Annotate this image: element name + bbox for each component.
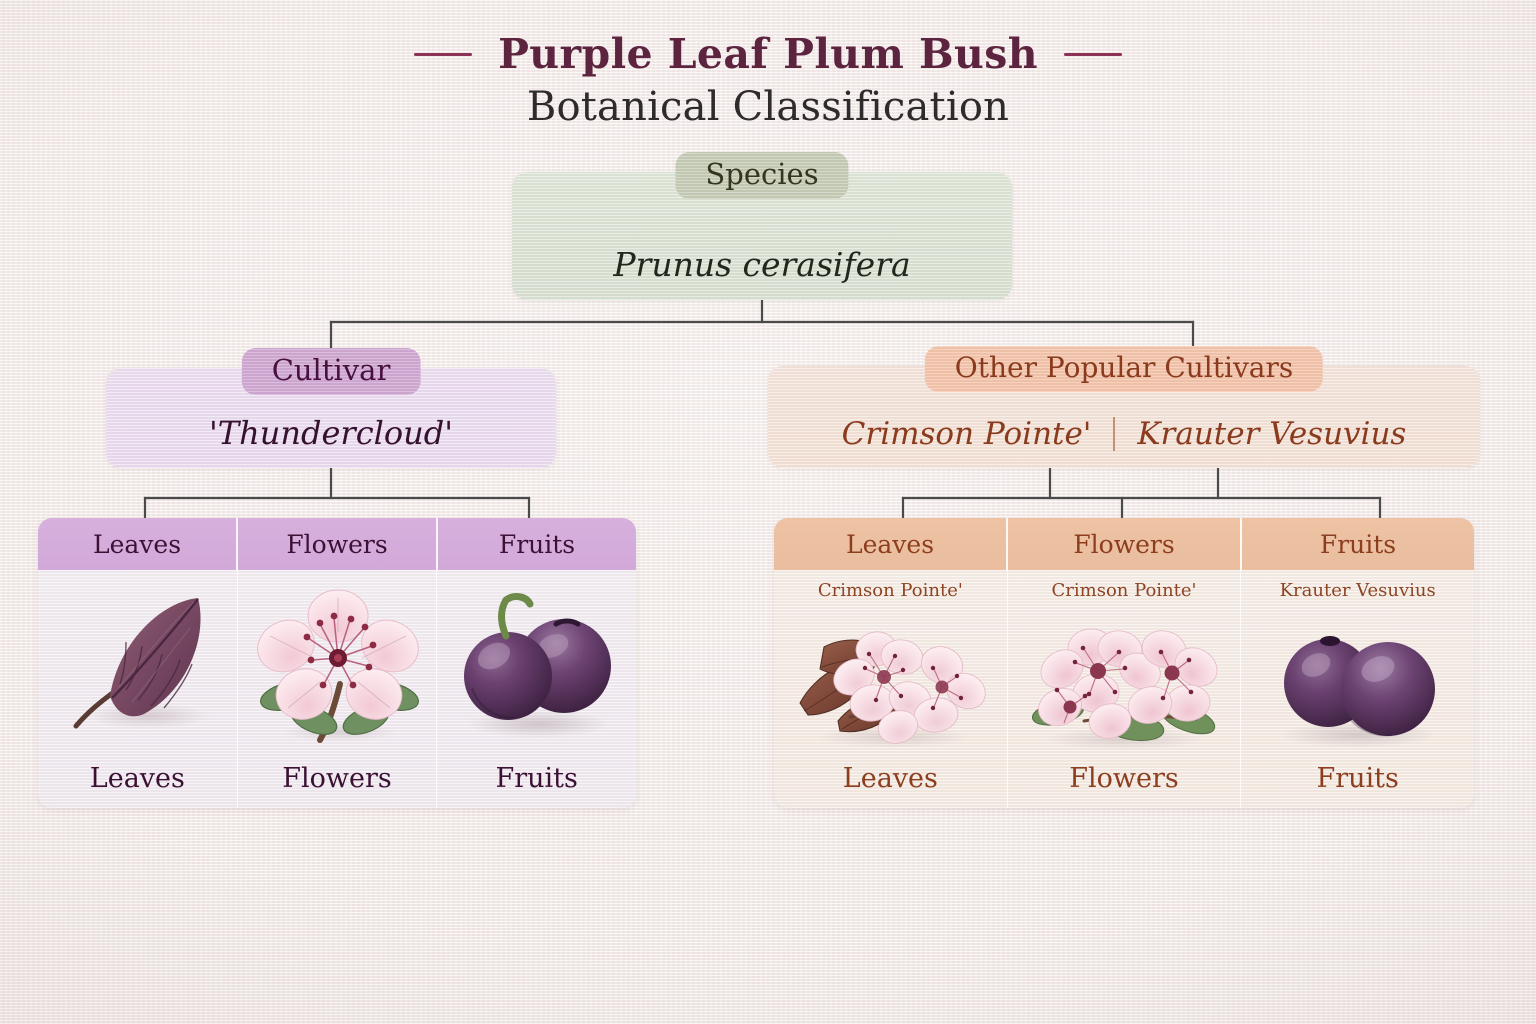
- title-main-text: Purple Leaf Plum Bush: [498, 30, 1038, 78]
- panel-right-header-row: Leaves Flowers Fruits: [774, 518, 1474, 570]
- panel-left-footer-fruits: Fruits: [495, 763, 578, 794]
- other-cultivar-name-1: Crimson Pointe': [841, 416, 1092, 452]
- panel-left-header-row: Leaves Flowers Fruits: [38, 518, 636, 570]
- other-cultivars-panel: Leaves Flowers Fruits Crimson Pointe': [774, 518, 1474, 808]
- panel-left-body: Leaves: [38, 570, 636, 808]
- panel-left-header-flowers: Flowers: [236, 518, 436, 570]
- title-dash-left: [414, 52, 473, 56]
- title-subtitle-text: Botanical Classification: [526, 84, 1010, 130]
- panel-left-cell-flowers: Flowers: [236, 570, 437, 808]
- panel-right-footer-fruits: Fruits: [1316, 763, 1399, 794]
- species-node: Species Prunus cerasifera: [512, 159, 1012, 300]
- panel-left-footer-flowers: Flowers: [282, 763, 392, 794]
- panel-right-cell-fruits: Krauter Vesuvius: [1240, 570, 1474, 808]
- divider-icon: [1113, 417, 1116, 451]
- blossom-cluster-illustration: [1008, 601, 1241, 763]
- species-label: Species: [675, 152, 848, 199]
- panel-left-footer-leaves: Leaves: [89, 763, 185, 794]
- other-cultivars-value: Crimson Pointe' Krauter Vesuvius: [768, 416, 1480, 452]
- panel-right-header-leaves: Leaves: [845, 529, 935, 559]
- panel-right-cell-leaves: Crimson Pointe': [774, 570, 1007, 808]
- species-value: Prunus cerasifera: [613, 245, 911, 284]
- other-cultivars-node: Other Popular Cultivars Crimson Pointe' …: [768, 353, 1480, 468]
- panel-left-cell-leaves: Leaves: [38, 570, 237, 808]
- panel-left-header-fruits: Fruits: [436, 518, 636, 570]
- cultivar-label: Cultivar: [242, 348, 421, 395]
- cultivar-value: 'Thundercloud': [209, 414, 453, 452]
- panel-right-body: Crimson Pointe': [774, 570, 1474, 808]
- panel-right-header-fruits: Fruits: [1240, 518, 1474, 570]
- panel-right-header-flowers: Flowers: [1006, 518, 1240, 570]
- other-cultivar-name-2: Krauter Vesuvius: [1137, 416, 1407, 452]
- panel-right-cell-flowers: Crimson Pointe': [1006, 570, 1241, 808]
- panel-right-caption-flowers: Crimson Pointe': [1051, 580, 1197, 601]
- panel-right-caption-leaves: Crimson Pointe': [817, 580, 963, 601]
- title-dash-right: [1063, 52, 1122, 56]
- plums-illustration: [437, 570, 636, 763]
- panel-right-footer-leaves: Leaves: [842, 763, 938, 794]
- cultivar-node: Cultivar 'Thundercloud': [106, 355, 556, 468]
- leaf-illustration: [38, 570, 237, 763]
- plums-pair-illustration: [1241, 601, 1474, 763]
- thundercloud-panel: Leaves Flowers Fruits: [38, 518, 636, 808]
- page-title: Purple Leaf Plum Bush Botanical Classifi…: [0, 30, 1536, 130]
- blossom-illustration: [238, 570, 437, 763]
- leaf-cluster-illustration: [774, 601, 1007, 763]
- panel-left-header-leaves: Leaves: [92, 529, 182, 559]
- panel-right-caption-fruits: Krauter Vesuvius: [1279, 580, 1436, 601]
- panel-right-footer-flowers: Flowers: [1069, 763, 1179, 794]
- panel-left-cell-fruits: Fruits: [436, 570, 636, 808]
- other-cultivars-label: Other Popular Cultivars: [925, 346, 1323, 392]
